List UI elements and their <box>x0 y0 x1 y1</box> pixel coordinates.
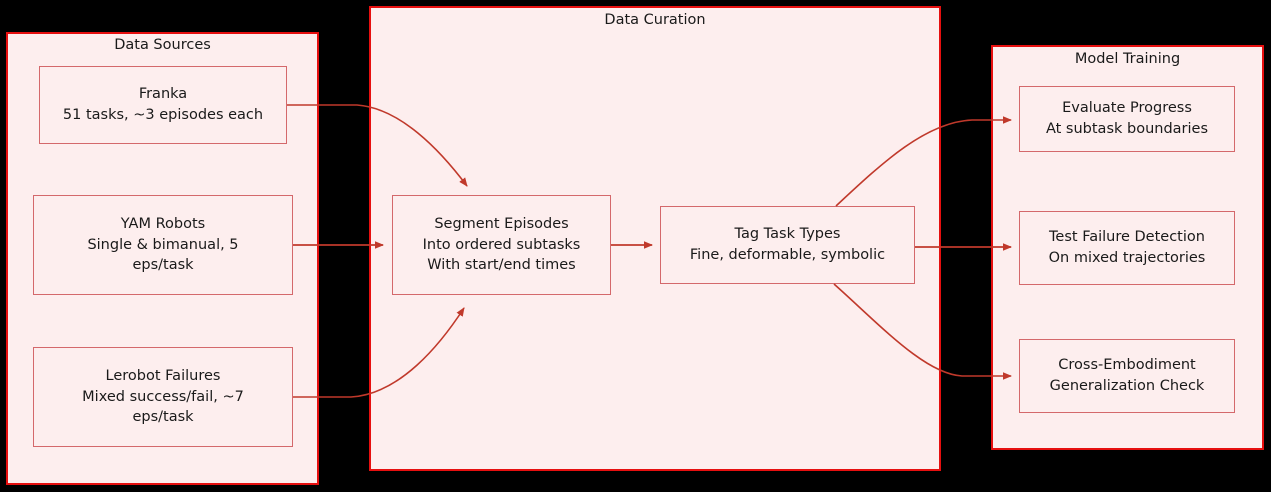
node-test-failure-detection-line-1: Test Failure Detection <box>1049 229 1205 246</box>
node-cross-embodiment-line-1: Cross-Embodiment <box>1058 357 1196 374</box>
node-evaluate-progress-line-1: Evaluate Progress <box>1062 100 1192 117</box>
node-tag-task-types-line-1: Tag Task Types <box>734 226 841 243</box>
node-franka[interactable]: Franka 51 tasks, ~3 episodes each <box>39 66 287 144</box>
node-yam-robots-line-3: eps/task <box>132 257 194 274</box>
cluster-title-data-curation: Data Curation <box>604 12 706 28</box>
node-evaluate-progress-line-2: At subtask boundaries <box>1045 121 1209 137</box>
node-franka-line-2: 51 tasks, ~3 episodes each <box>62 107 264 123</box>
node-segment-episodes-line-2: Into ordered subtasks <box>422 236 581 253</box>
node-test-failure-detection-line-2: On mixed trajectories <box>1048 250 1206 266</box>
cluster-title-model-training: Model Training <box>1074 51 1181 67</box>
node-cross-embodiment-line-2: Generalization Check <box>1049 378 1205 394</box>
node-segment-episodes-line-1: Segment Episodes <box>434 216 569 233</box>
node-franka-line-1: Franka <box>138 86 188 103</box>
node-lerobot-failures-line-3: eps/task <box>132 409 194 426</box>
node-lerobot-failures-line-2: Mixed success/fail, ~7 <box>82 388 244 405</box>
node-yam-robots-line-2: Single & bimanual, 5 <box>87 236 239 253</box>
node-lerobot-failures[interactable]: Lerobot Failures Mixed success/fail, ~7 … <box>33 347 293 447</box>
node-lerobot-failures-line-1: Lerobot Failures <box>105 368 221 385</box>
node-yam-robots-line-1: YAM Robots <box>120 216 206 233</box>
node-yam-robots[interactable]: YAM Robots Single & bimanual, 5 eps/task <box>33 195 293 295</box>
node-segment-episodes-line-3: With start/end times <box>427 257 576 274</box>
node-evaluate-progress[interactable]: Evaluate Progress At subtask boundaries <box>1019 86 1235 152</box>
node-test-failure-detection[interactable]: Test Failure Detection On mixed trajecto… <box>1019 211 1235 285</box>
node-cross-embodiment[interactable]: Cross-Embodiment Generalization Check <box>1019 339 1235 413</box>
node-segment-episodes[interactable]: Segment Episodes Into ordered subtasks W… <box>392 195 611 295</box>
cluster-title-data-sources: Data Sources <box>114 37 211 53</box>
node-tag-task-types[interactable]: Tag Task Types Fine, deformable, symboli… <box>660 206 915 284</box>
node-tag-task-types-line-2: Fine, deformable, symbolic <box>689 247 886 263</box>
